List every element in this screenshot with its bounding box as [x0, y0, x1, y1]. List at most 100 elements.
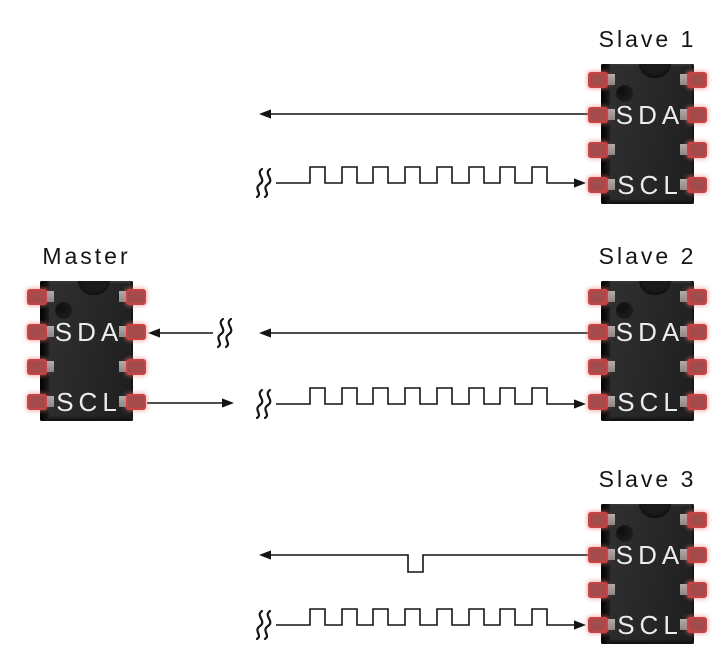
- chip-slave2-title: Slave 2: [598, 243, 697, 269]
- pin-label-sda: SDA: [54, 317, 124, 347]
- signal-slave3-scl: [255, 608, 586, 641]
- ic-pin: [588, 359, 608, 375]
- ic-pin-stub: [680, 326, 690, 337]
- ic-pin-stub: [605, 179, 615, 190]
- ic-edge-shading: [601, 64, 611, 204]
- ic-pin-stub: [605, 291, 615, 302]
- ic-pin-stub: [680, 396, 690, 407]
- arrowhead-icon: [574, 620, 586, 630]
- ic-pin: [588, 617, 608, 633]
- break-squiggle-icon: [263, 388, 272, 420]
- ic-dimple-icon: [616, 85, 633, 102]
- ic-pin-stub: [119, 396, 129, 407]
- ic-body: SDA SCL: [601, 281, 694, 421]
- break-squiggle-icon: [224, 317, 233, 349]
- arrowhead-icon: [222, 398, 234, 408]
- ic-pin-stub: [605, 361, 615, 372]
- ic-pin: [687, 142, 707, 158]
- ic-pin-stub: [680, 584, 690, 595]
- arrowhead-icon: [259, 109, 271, 119]
- chip-slave1: Slave 1 SDA SCL: [588, 26, 707, 204]
- ic-pin: [687, 512, 707, 528]
- ic-pin: [687, 289, 707, 305]
- signal-master-scl: [147, 398, 234, 408]
- pin-label-sda: SDA: [615, 100, 685, 130]
- ic-pin: [27, 289, 47, 305]
- ic-pin: [588, 512, 608, 528]
- ic-pin: [126, 324, 146, 340]
- break-squiggle-icon: [263, 167, 272, 199]
- ic-pin: [588, 394, 608, 410]
- ic-edge-shading: [601, 504, 611, 644]
- arrowhead-icon: [574, 399, 586, 409]
- pin-label-scl: SCL: [56, 387, 122, 417]
- ic-pin-stub: [605, 326, 615, 337]
- pin-label-sda: SDA: [615, 317, 685, 347]
- ic-edge-shading: [40, 281, 50, 421]
- pin-label-scl: SCL: [617, 170, 683, 200]
- pin-label-sda: SDA: [615, 540, 685, 570]
- ic-pin: [126, 359, 146, 375]
- ic-pin-stub: [605, 549, 615, 560]
- ic-pin-stub: [605, 584, 615, 595]
- chip-slave2: Slave 2 SDA SCL: [588, 243, 707, 421]
- ic-pin-stub: [605, 619, 615, 630]
- ic-pin: [687, 617, 707, 633]
- pin-label-scl: SCL: [617, 610, 683, 640]
- break-squiggle-icon: [255, 609, 264, 641]
- ic-pin: [687, 359, 707, 375]
- ic-pin: [588, 107, 608, 123]
- ic-pin: [588, 324, 608, 340]
- ic-pin-stub: [605, 514, 615, 525]
- ic-pin-stub: [605, 144, 615, 155]
- ic-pin-stub: [44, 396, 54, 407]
- ic-pin-stub: [119, 291, 129, 302]
- ic-pin: [126, 289, 146, 305]
- break-squiggle-icon: [263, 609, 272, 641]
- ic-pin: [687, 72, 707, 88]
- break-squiggle-icon: [216, 317, 225, 349]
- ic-pin: [687, 107, 707, 123]
- ic-pin: [27, 394, 47, 410]
- signal-slave1-scl: [255, 166, 586, 199]
- ic-notch-icon: [639, 281, 671, 295]
- ic-dimple-icon: [55, 302, 72, 319]
- ic-pin-stub: [605, 396, 615, 407]
- ic-pin-stub: [680, 179, 690, 190]
- ic-pin: [588, 582, 608, 598]
- ic-pin-stub: [680, 74, 690, 85]
- chip-master-title: Master: [42, 243, 131, 269]
- arrowhead-icon: [259, 550, 271, 560]
- ic-pin-stub: [680, 549, 690, 560]
- ic-pin: [588, 142, 608, 158]
- ic-pin-stub: [44, 326, 54, 337]
- ic-pin: [27, 359, 47, 375]
- ic-pin-stub: [44, 361, 54, 372]
- ic-pin: [588, 72, 608, 88]
- ic-pin: [588, 289, 608, 305]
- ic-pin-stub: [680, 291, 690, 302]
- chip-slave3: Slave 3 SDA SCL: [588, 466, 707, 644]
- break-squiggle-icon: [255, 388, 264, 420]
- ic-pin-stub: [680, 514, 690, 525]
- ic-pin-stub: [605, 74, 615, 85]
- chip-slave3-title: Slave 3: [598, 466, 697, 492]
- signal-slave1-sda: [259, 109, 589, 119]
- ic-dimple-icon: [616, 302, 633, 319]
- arrowhead-icon: [148, 328, 160, 338]
- ic-dimple-icon: [616, 525, 633, 542]
- ic-pin: [27, 324, 47, 340]
- ic-pin-stub: [44, 291, 54, 302]
- break-squiggle-icon: [255, 167, 264, 199]
- ic-pin: [687, 324, 707, 340]
- ic-pin: [588, 547, 608, 563]
- ic-body: SDA SCL: [601, 504, 694, 644]
- ic-pin: [687, 547, 707, 563]
- signal-slave2-scl: [255, 387, 586, 420]
- ic-pin: [687, 394, 707, 410]
- ic-notch-icon: [639, 504, 671, 518]
- chip-slave1-title: Slave 1: [598, 26, 697, 52]
- arrowhead-icon: [574, 178, 586, 188]
